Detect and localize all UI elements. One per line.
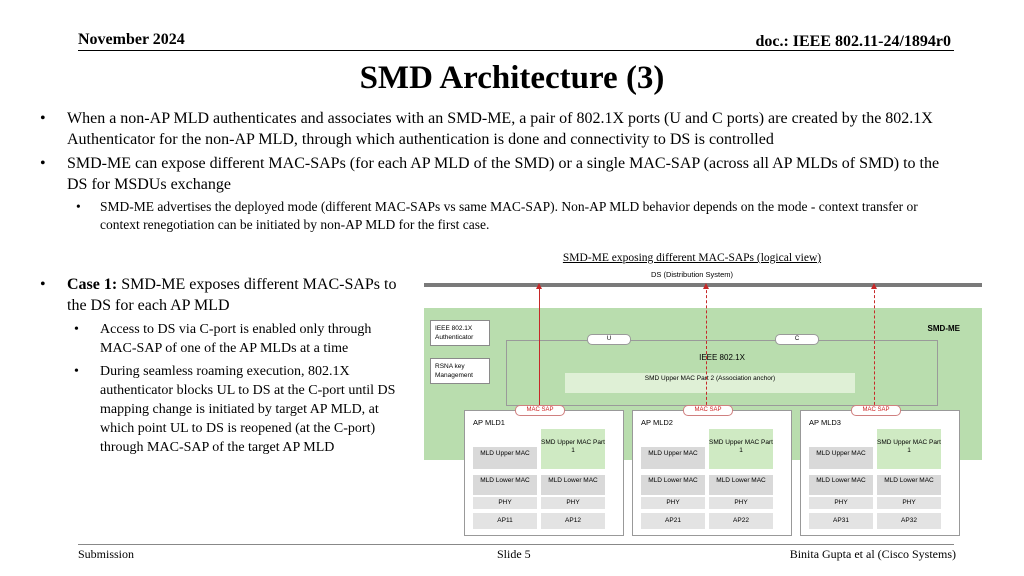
mld-lower-mac: MLD Lower MAC (541, 475, 605, 495)
bullet-dot-icon: • (40, 110, 46, 127)
ap-label: AP22 (709, 513, 773, 529)
phy-box: PHY (809, 497, 873, 509)
footer-divider (78, 544, 954, 545)
rsna-box: RSNA key Management (430, 358, 490, 384)
smd-architecture-diagram: SMD-ME exposing different MAC-SAPs (logi… (424, 252, 982, 540)
bullet-item: • Case 1: SMD-ME exposes different MAC-S… (38, 274, 398, 316)
bullet-dot-icon: • (40, 276, 46, 293)
phy-box: PHY (541, 497, 605, 509)
sub-bullet-text: SMD-ME advertises the deployed mode (dif… (100, 199, 918, 232)
ap-mld-name: AP MLD1 (473, 418, 505, 427)
smd-upper-mac-part1: SMD Upper MAC Part 1 (877, 429, 941, 469)
mac-sap-label: MAC SAP (851, 405, 901, 416)
ap-mld-box: MAC SAP AP MLD1 SMD Upper MAC Part 1 MLD… (464, 405, 624, 536)
authenticator-box: IEEE 802.1X Authenticator (430, 320, 490, 346)
mld-upper-mac: MLD Upper MAC (809, 447, 873, 469)
header-date: November 2024 (78, 31, 185, 48)
mld-upper-mac: MLD Upper MAC (641, 447, 705, 469)
ap-mld-box: MAC SAP AP MLD2 SMD Upper MAC Part 1 MLD… (632, 405, 792, 536)
ap-label: AP21 (641, 513, 705, 529)
case1-sub-text: Access to DS via C-port is enabled only … (100, 322, 372, 356)
slide-title: SMD Architecture (3) (359, 60, 665, 96)
arrow-up-icon (703, 283, 709, 289)
header-doc-id: doc.: IEEE 802.11-24/1894r0 (755, 33, 951, 50)
mld-lower-mac: MLD Lower MAC (877, 475, 941, 495)
ap-label: AP31 (809, 513, 873, 529)
bullet-item: • When a non-AP MLD authenticates and as… (38, 108, 958, 150)
main-bullets: • When a non-AP MLD authenticates and as… (38, 108, 958, 234)
ap-mld-name: AP MLD2 (641, 418, 673, 427)
bullet-dot-icon: • (40, 155, 46, 172)
case1-sub-text: During seamless roaming execution, 802.1… (100, 364, 396, 455)
header-divider (78, 50, 954, 51)
ap-label: AP12 (541, 513, 605, 529)
ieee-8021x-label: IEEE 802.1X (699, 353, 745, 362)
bullet-dot-icon: • (74, 322, 79, 337)
sub-bullet-item: • During seamless roaming execution, 802… (38, 362, 398, 457)
ap-label: AP32 (877, 513, 941, 529)
ap-mld-box: MAC SAP AP MLD3 SMD Upper MAC Part 1 MLD… (800, 405, 960, 536)
mac-sap-label: MAC SAP (683, 405, 733, 416)
bullet-text: SMD-ME can expose different MAC-SAPs (fo… (67, 155, 940, 193)
footer-left: Submission (78, 547, 135, 561)
case1-section: • Case 1: SMD-ME exposes different MAC-S… (38, 274, 398, 457)
mld-lower-mac: MLD Lower MAC (809, 475, 873, 495)
footer-author: Binita Gupta et al (Cisco Systems) (789, 547, 956, 561)
diagram-title: SMD-ME exposing different MAC-SAPs (logi… (562, 252, 822, 264)
slide-number: Slide 5 (497, 547, 531, 561)
mac-sap-link-dashed (706, 285, 707, 410)
c-port: C (775, 334, 819, 345)
mld-lower-mac: MLD Lower MAC (641, 475, 705, 495)
mld-lower-mac: MLD Lower MAC (709, 475, 773, 495)
mld-lower-mac: MLD Lower MAC (473, 475, 537, 495)
u-port: U (587, 334, 631, 345)
ap-label: AP11 (473, 513, 537, 529)
mac-sap-link-solid (539, 285, 540, 410)
sub-bullet-item: • Access to DS via C-port is enabled onl… (38, 320, 398, 358)
bullet-dot-icon: • (76, 199, 81, 214)
ap-mld-name: AP MLD3 (809, 418, 841, 427)
phy-box: PHY (877, 497, 941, 509)
mac-sap-link-dashed (874, 285, 875, 410)
bullet-item: • SMD-ME can expose different MAC-SAPs (… (38, 153, 958, 195)
phy-box: PHY (641, 497, 705, 509)
smd-me-label: SMD-ME (927, 324, 960, 333)
phy-box: PHY (473, 497, 537, 509)
arrow-up-icon (871, 283, 877, 289)
arrow-up-icon (536, 283, 542, 289)
bullet-text: When a non-AP MLD authenticates and asso… (67, 110, 933, 148)
ds-label: DS (Distribution System) (650, 270, 734, 279)
case1-label: Case 1: (67, 276, 118, 293)
smd-upper-mac-part1: SMD Upper MAC Part 1 (709, 429, 773, 469)
case1-text: SMD-ME exposes different MAC-SAPs to the… (67, 276, 397, 314)
mac-sap-label: MAC SAP (515, 405, 565, 416)
mld-upper-mac: MLD Upper MAC (473, 447, 537, 469)
sub-bullet-item: • SMD-ME advertises the deployed mode (d… (38, 198, 958, 234)
smd-upper-mac-part2: SMD Upper MAC Part 2 (Association anchor… (565, 373, 855, 393)
phy-box: PHY (709, 497, 773, 509)
smd-upper-mac-part1: SMD Upper MAC Part 1 (541, 429, 605, 469)
bullet-dot-icon: • (74, 364, 79, 379)
